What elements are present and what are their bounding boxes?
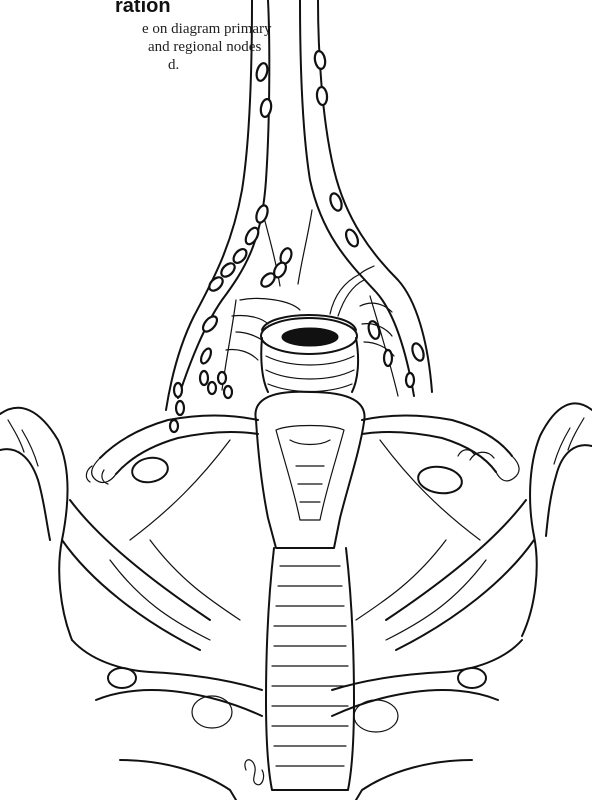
lymph-node bbox=[199, 347, 213, 365]
lymph-node bbox=[170, 420, 178, 432]
lymph-node bbox=[406, 373, 414, 387]
lymph-node bbox=[243, 226, 261, 247]
lymph-node bbox=[200, 371, 208, 385]
lymph-node bbox=[207, 275, 225, 293]
lymph-node bbox=[254, 204, 270, 224]
vagina bbox=[266, 548, 354, 790]
lymph-nodes bbox=[170, 50, 426, 432]
lymph-node bbox=[200, 314, 219, 334]
lymph-node bbox=[224, 386, 232, 398]
lymph-node bbox=[316, 87, 328, 106]
lymph-node bbox=[218, 372, 226, 384]
lymph-node bbox=[219, 261, 237, 279]
lymph-node bbox=[367, 320, 381, 340]
lymph-node bbox=[255, 62, 269, 82]
lymph-node bbox=[410, 342, 426, 362]
lymph-node bbox=[208, 382, 216, 394]
lymph-node bbox=[174, 383, 182, 397]
uterus bbox=[255, 392, 364, 548]
lymph-node bbox=[314, 50, 327, 69]
lymph-node bbox=[176, 401, 184, 415]
artist-signature bbox=[245, 760, 264, 785]
lymph-node bbox=[260, 98, 273, 117]
adnexa bbox=[86, 416, 519, 541]
lymph-node bbox=[259, 271, 277, 289]
pelvic-bones bbox=[0, 403, 592, 800]
